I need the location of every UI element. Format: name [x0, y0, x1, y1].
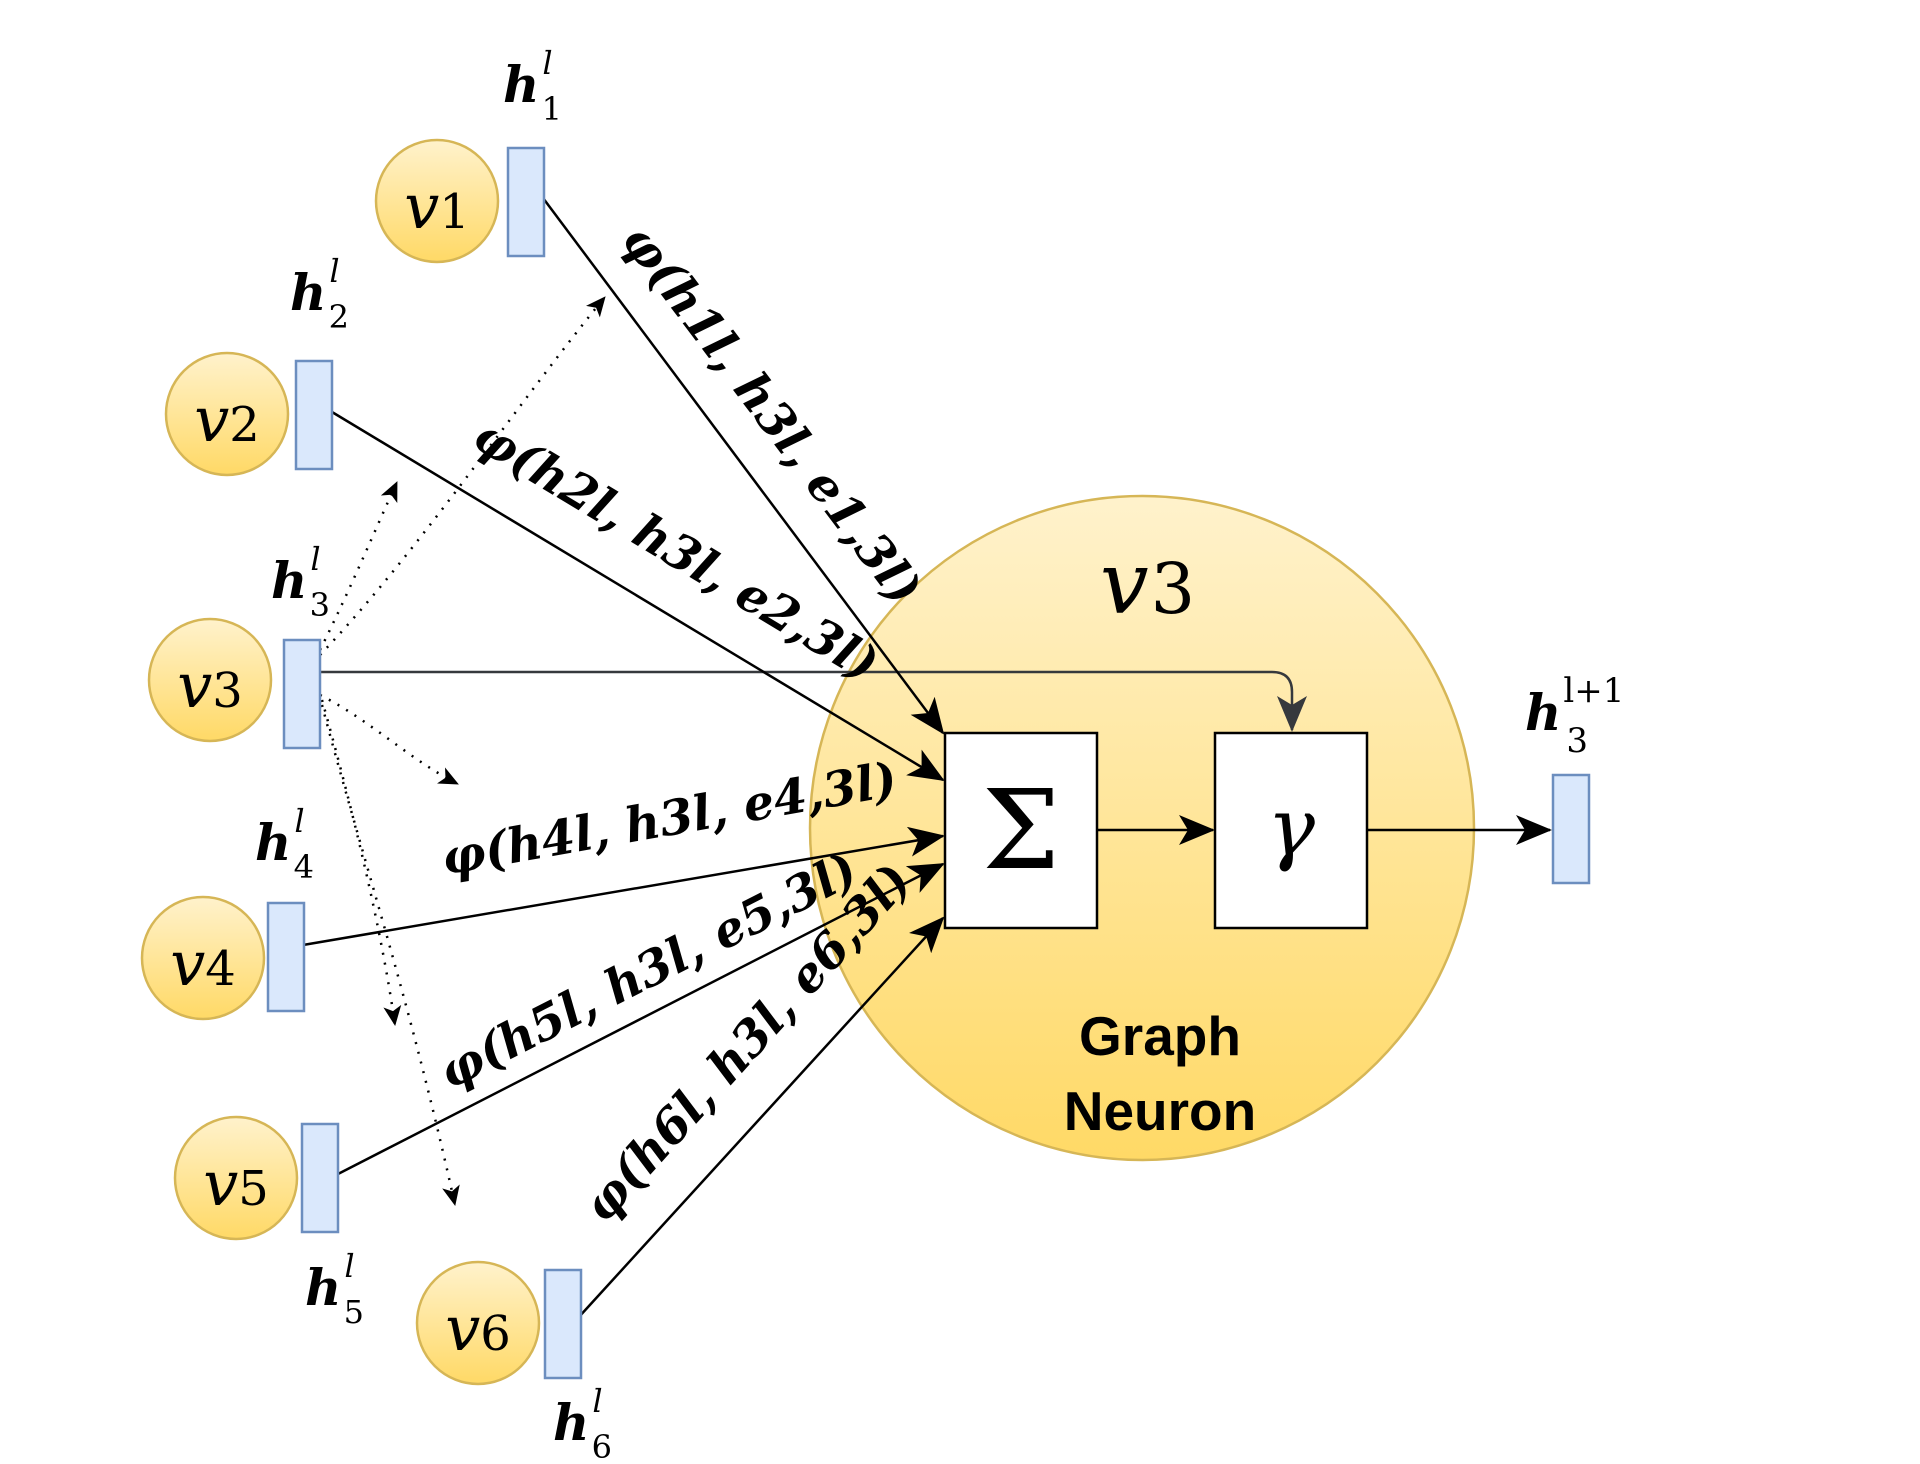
edge-v1 — [541, 197, 945, 735]
svg-text:v1: v1 — [404, 170, 470, 243]
feature-vector-v5 — [300, 1122, 340, 1234]
feature-vector-v6 — [543, 1268, 583, 1380]
dotted-arrow-to-v5 — [320, 699, 402, 1026]
dotted-arrow-to-v6 — [320, 704, 460, 1206]
update-symbol: γ — [1267, 781, 1315, 874]
aggregation-box — [943, 731, 1099, 930]
self-link-arrow — [320, 670, 1307, 732]
dotted-arrow-to-v4 — [319, 693, 459, 786]
svg-text:v6: v6 — [445, 1292, 511, 1365]
svg-text:v2: v2 — [194, 383, 260, 456]
graph-neuron-caption-line1: Graph — [1079, 1005, 1241, 1067]
svg-text:v5: v5 — [203, 1147, 269, 1220]
feature-vector-v4 — [266, 901, 306, 1013]
feature-vector-v2 — [294, 359, 334, 471]
graph-neuron-circle — [808, 494, 1476, 1162]
graph-neuron-node-label: v3 — [1100, 534, 1195, 634]
edge-v2 — [331, 410, 945, 782]
feature-vector-v1 — [506, 146, 546, 258]
update-box — [1213, 731, 1369, 930]
svg-text:v4: v4 — [170, 927, 236, 1000]
sum-symbol: Σ — [982, 766, 1060, 894]
edge-v6 — [577, 916, 945, 1319]
dotted-arrow-to-v2 — [318, 481, 399, 651]
output-feature-vector — [1551, 773, 1591, 885]
edge-v4 — [302, 826, 945, 947]
svg-text:v3: v3 — [177, 649, 243, 722]
graph-neuron-caption-line2: Neuron — [1064, 1080, 1257, 1142]
feature-vector-v3 — [282, 638, 322, 750]
edge-v5 — [337, 862, 945, 1176]
dotted-arrow-to-v1 — [319, 296, 606, 656]
